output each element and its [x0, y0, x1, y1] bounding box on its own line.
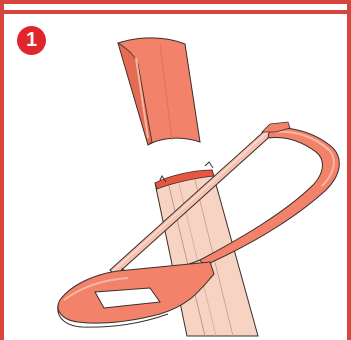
handlebar-frame — [122, 122, 339, 276]
cover-piece — [118, 38, 200, 145]
